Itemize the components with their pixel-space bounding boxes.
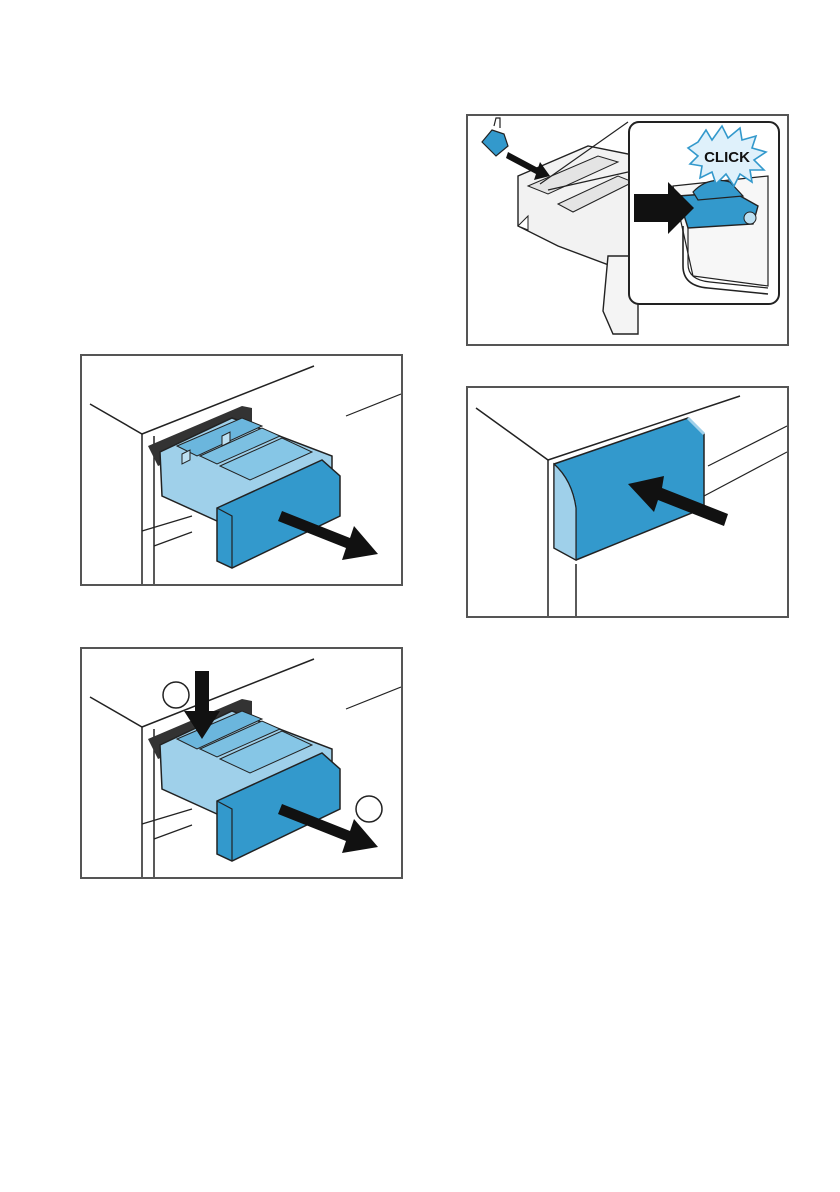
drawer-push-illustration: [468, 388, 787, 616]
figure-press-release-and-pull: [80, 647, 403, 879]
siphon-illustration: CLICK: [468, 116, 787, 344]
drawer-pull-illustration: [82, 356, 401, 584]
drawer-release-illustration: [82, 649, 401, 877]
figure-insert-siphon: CLICK: [466, 114, 789, 346]
step-marker-2: [356, 796, 382, 822]
figure-push-in-drawer: [466, 386, 789, 618]
figure-pull-out-drawer: [80, 354, 403, 586]
step-marker-1: [163, 682, 189, 708]
click-label: CLICK: [704, 149, 750, 166]
